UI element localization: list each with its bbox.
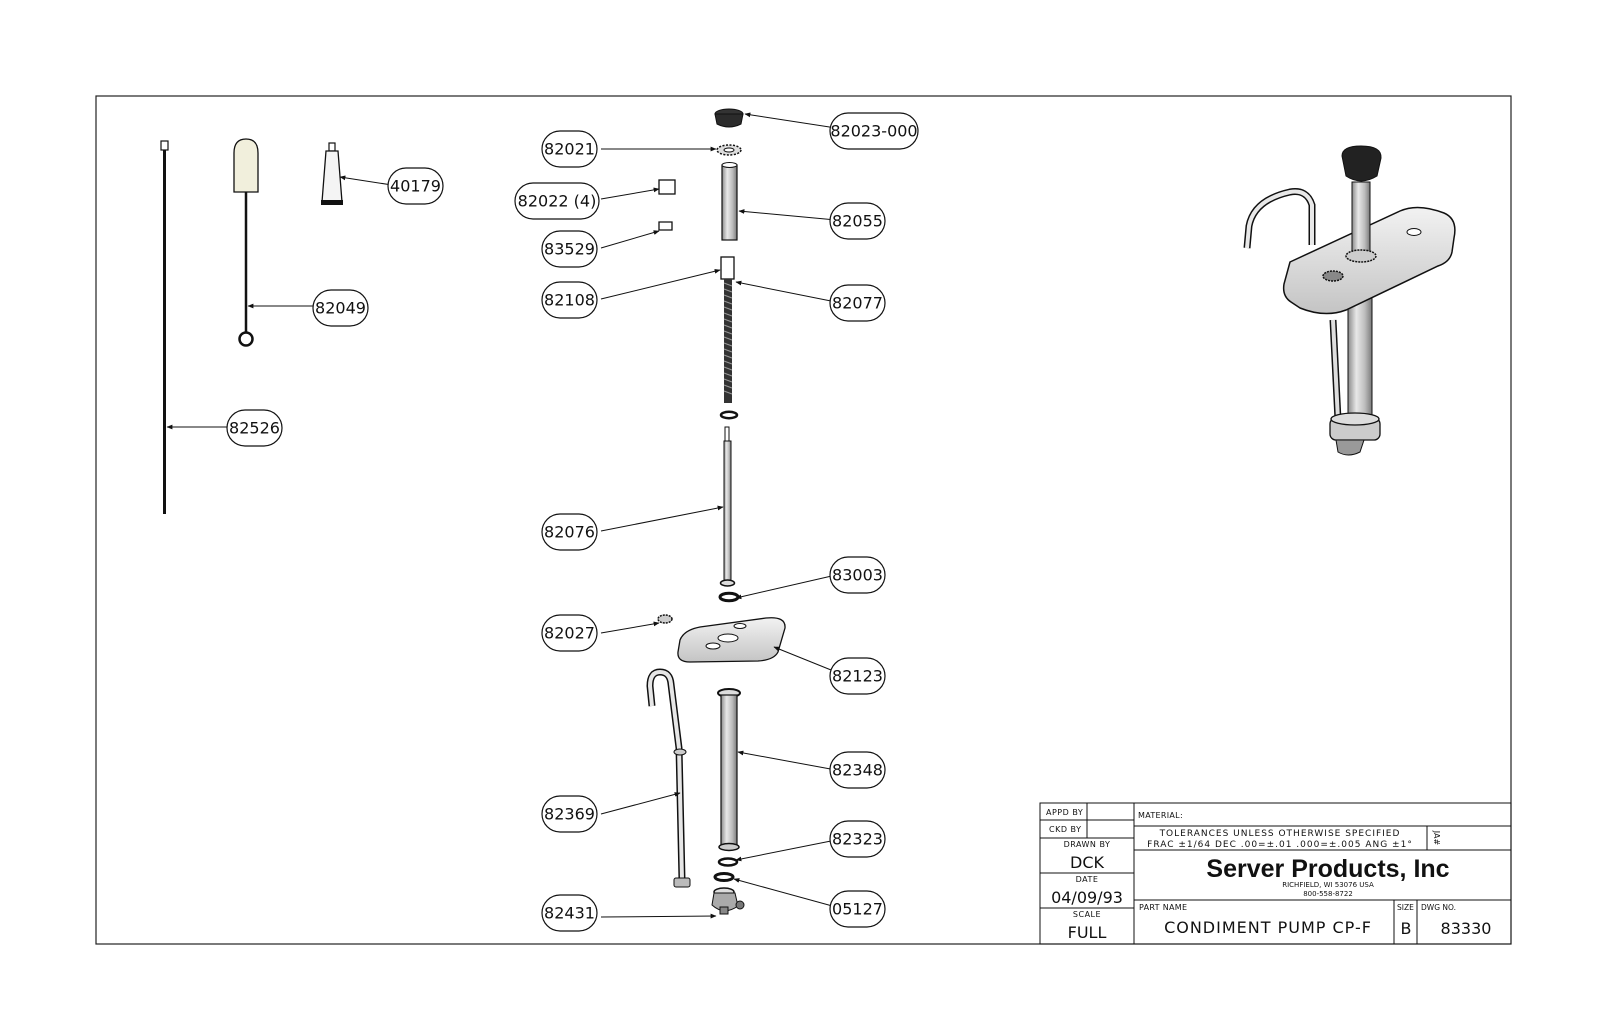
part-name-label: PART NAME xyxy=(1139,903,1187,912)
ckd-by-label: CKD BY xyxy=(1049,825,1081,834)
part-nut xyxy=(716,144,742,156)
svg-text:82369: 82369 xyxy=(544,805,595,824)
callout-82021: 82021 xyxy=(541,130,598,168)
svg-text:82123: 82123 xyxy=(832,667,883,686)
part-threaded-rod xyxy=(720,256,735,403)
callout-82369: 82369 xyxy=(541,795,598,833)
part-valve-body xyxy=(711,887,745,915)
svg-text:82526: 82526 xyxy=(229,419,280,438)
callout-83003: 83003 xyxy=(829,556,886,594)
callout-82027: 82027 xyxy=(541,614,598,652)
date-value: 04/09/93 xyxy=(1051,888,1123,907)
svg-text:82021: 82021 xyxy=(544,140,595,159)
svg-text:82049: 82049 xyxy=(315,299,366,318)
part-o-ring-lower xyxy=(713,872,735,882)
part-cleaning-brush xyxy=(233,138,259,347)
svg-text:82323: 82323 xyxy=(832,830,883,849)
svg-text:82027: 82027 xyxy=(544,624,595,643)
svg-text:82023-000: 82023-000 xyxy=(830,122,917,141)
ja-label: JA# xyxy=(1432,830,1441,846)
part-cap-square xyxy=(658,179,676,195)
svg-text:82108: 82108 xyxy=(544,291,595,310)
callout-40179: 40179 xyxy=(387,167,444,205)
callout-82022-4: 82022 (4) xyxy=(514,182,600,220)
title-block-text: APPD BY CKD BY DRAWN BY DCK DATE 04/09/9… xyxy=(1046,808,1491,942)
part-small-cap xyxy=(658,221,673,231)
callout-82526: 82526 xyxy=(226,409,283,447)
callout-82023-000: 82023-000 xyxy=(829,112,919,150)
callout-82323: 82323 xyxy=(829,820,886,858)
svg-text:82055: 82055 xyxy=(832,212,883,231)
callout-82055: 82055 xyxy=(829,202,886,240)
svg-text:82022 (4): 82022 (4) xyxy=(518,192,597,211)
callout-82123: 82123 xyxy=(829,657,886,695)
scale-label: SCALE xyxy=(1073,910,1101,919)
size-label: SIZE xyxy=(1397,903,1414,912)
callout-82076: 82076 xyxy=(541,513,598,551)
part-washer xyxy=(719,410,739,420)
svg-text:82348: 82348 xyxy=(832,761,883,780)
svg-text:40179: 40179 xyxy=(390,177,441,196)
part-rod-long xyxy=(160,140,169,514)
part-small-nut xyxy=(657,614,673,624)
drawn-by-label: DRAWN BY xyxy=(1064,840,1111,849)
svg-text:82076: 82076 xyxy=(544,523,595,542)
company-address: RICHFIELD, WI 53076 USA xyxy=(1282,881,1374,889)
part-o-ring xyxy=(718,591,740,603)
company-name: Server Products, Inc xyxy=(1206,855,1449,883)
callout-05127: 05127 xyxy=(829,890,886,928)
svg-text:82077: 82077 xyxy=(832,294,883,313)
part-lubricant-tube xyxy=(321,142,343,205)
scale-value: FULL xyxy=(1068,923,1107,942)
company-phone: 800-558-8722 xyxy=(1303,890,1353,898)
callout-82077: 82077 xyxy=(829,284,886,322)
callout-83529: 83529 xyxy=(541,230,598,268)
part-spout-tube xyxy=(646,668,691,888)
drawing-border xyxy=(95,95,1512,945)
size-value: B xyxy=(1401,919,1412,938)
part-upper-tube xyxy=(721,162,738,241)
appd-by-label: APPD BY xyxy=(1046,808,1083,817)
callout-82431: 82431 xyxy=(541,894,598,932)
part-name-value: CONDIMENT PUMP CP-F xyxy=(1164,918,1372,937)
callout-82108: 82108 xyxy=(541,281,598,319)
svg-text:05127: 05127 xyxy=(832,900,883,919)
part-piston-rod xyxy=(719,426,736,587)
dwg-no-label: DWG NO. xyxy=(1421,903,1456,912)
part-knob xyxy=(714,108,744,128)
material-label: MATERIAL: xyxy=(1138,811,1183,820)
callout-82348: 82348 xyxy=(829,751,886,789)
date-label: DATE xyxy=(1076,875,1099,884)
title-block xyxy=(1039,802,1512,945)
svg-text:82431: 82431 xyxy=(544,904,595,923)
part-lid-plate xyxy=(677,617,786,663)
drawn-by-value: DCK xyxy=(1070,853,1104,872)
tolerances-line-2: FRAC ±1/64 DEC .00=±.01 .000=±.005 ANG ±… xyxy=(1147,840,1413,850)
assembled-pump-view xyxy=(1243,145,1456,456)
part-pump-cylinder xyxy=(717,688,741,852)
svg-text:83003: 83003 xyxy=(832,566,883,585)
part-spring-clip xyxy=(717,857,739,867)
svg-text:83529: 83529 xyxy=(544,240,595,259)
tolerances-line-1: TOLERANCES UNLESS OTHERWISE SPECIFIED xyxy=(1159,829,1401,839)
leader-lines xyxy=(166,112,837,919)
dwg-no-value: 83330 xyxy=(1441,919,1492,938)
callout-82049: 82049 xyxy=(312,289,369,327)
